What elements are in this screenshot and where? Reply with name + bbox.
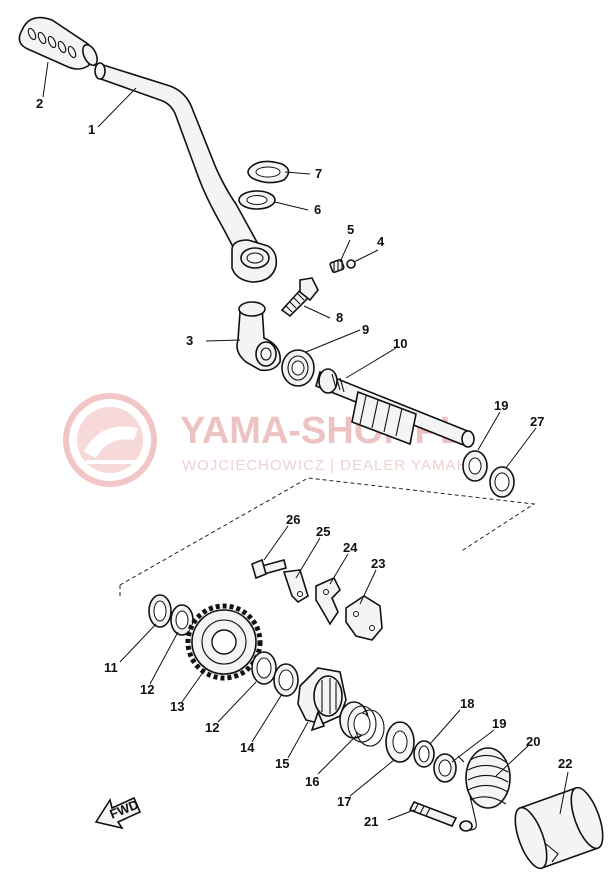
callout-24: 24 — [343, 540, 358, 555]
part-19-washer-lower — [433, 753, 457, 783]
watermark-tagline: WOJCIECHOWICZ | DEALER YAMAHA — [182, 457, 479, 474]
callout-22: 22 — [558, 756, 572, 771]
callout-25: 25 — [316, 524, 330, 539]
callout-8: 8 — [336, 310, 343, 325]
callout-15: 15 — [275, 756, 289, 771]
part-13-kick-gear — [185, 603, 263, 681]
part-11-circlip — [148, 594, 172, 628]
callout-17: 17 — [337, 794, 351, 809]
callout-2: 2 — [36, 96, 43, 111]
callout-19-upper: 19 — [494, 398, 508, 413]
callout-26: 26 — [286, 512, 300, 527]
callout-18: 18 — [460, 696, 474, 711]
callout-27: 27 — [530, 414, 544, 429]
watermark-logo-icon — [63, 393, 157, 487]
part-9-oil-seal — [281, 349, 315, 387]
part-7-circlip — [247, 160, 290, 184]
part-2-kick-grip — [18, 16, 98, 70]
callout-1: 1 — [88, 122, 95, 137]
part-10-kick-axle — [315, 368, 475, 448]
callout-12-a: 12 — [140, 682, 154, 697]
callout-23: 23 — [371, 556, 385, 571]
part-6-washer — [238, 190, 276, 210]
callout-3: 3 — [186, 333, 193, 348]
part-21-pin — [408, 800, 473, 832]
part-25-plate — [282, 569, 309, 604]
part-19-washer-upper — [462, 450, 488, 482]
part-26-bolt — [251, 558, 287, 580]
part-3-kick-boss — [236, 301, 281, 372]
part-15-ratchet-wheel — [297, 667, 347, 732]
part-16-spring — [339, 701, 385, 747]
callout-13: 13 — [170, 699, 184, 714]
callout-10: 10 — [393, 336, 407, 351]
part-1-kick-arm — [94, 62, 278, 283]
part-14-circlip — [273, 663, 299, 697]
leader-lines — [42, 61, 569, 821]
callout-9: 9 — [362, 322, 369, 337]
callout-7: 7 — [315, 166, 322, 181]
callout-16: 16 — [305, 774, 319, 789]
callout-labels: 2 1 7 6 5 4 8 3 9 10 19 27 26 25 24 23 1… — [36, 96, 572, 829]
callout-21: 21 — [364, 814, 378, 829]
callout-19-lower: 19 — [492, 716, 506, 731]
part-12-washer-a — [170, 604, 194, 636]
part-8-bolt — [280, 277, 319, 318]
part-23-guide-plate — [345, 595, 383, 641]
part-20-torsion-spring — [457, 747, 511, 831]
callout-14: 14 — [240, 740, 255, 755]
part-4-ball — [346, 259, 356, 269]
part-18-circlip — [413, 740, 435, 768]
assembly-outline — [119, 477, 536, 598]
callout-4: 4 — [377, 234, 385, 249]
part-22-spring-cover — [514, 786, 604, 870]
callout-20: 20 — [526, 734, 540, 749]
part-24-stopper-plate — [315, 576, 341, 626]
part-17-washer — [385, 721, 415, 763]
callout-6: 6 — [314, 202, 321, 217]
watermark: YAMA-SHOP.PL WOJCIECHOWICZ | DEALER YAMA… — [63, 393, 479, 487]
fwd-arrow-icon: FWD — [94, 797, 142, 830]
part-5-spring — [329, 259, 345, 273]
part-27-washer — [489, 466, 515, 498]
callout-12-b: 12 — [205, 720, 219, 735]
callout-11: 11 — [104, 660, 118, 675]
part-12-washer-b — [251, 651, 277, 685]
callout-5: 5 — [347, 222, 354, 237]
